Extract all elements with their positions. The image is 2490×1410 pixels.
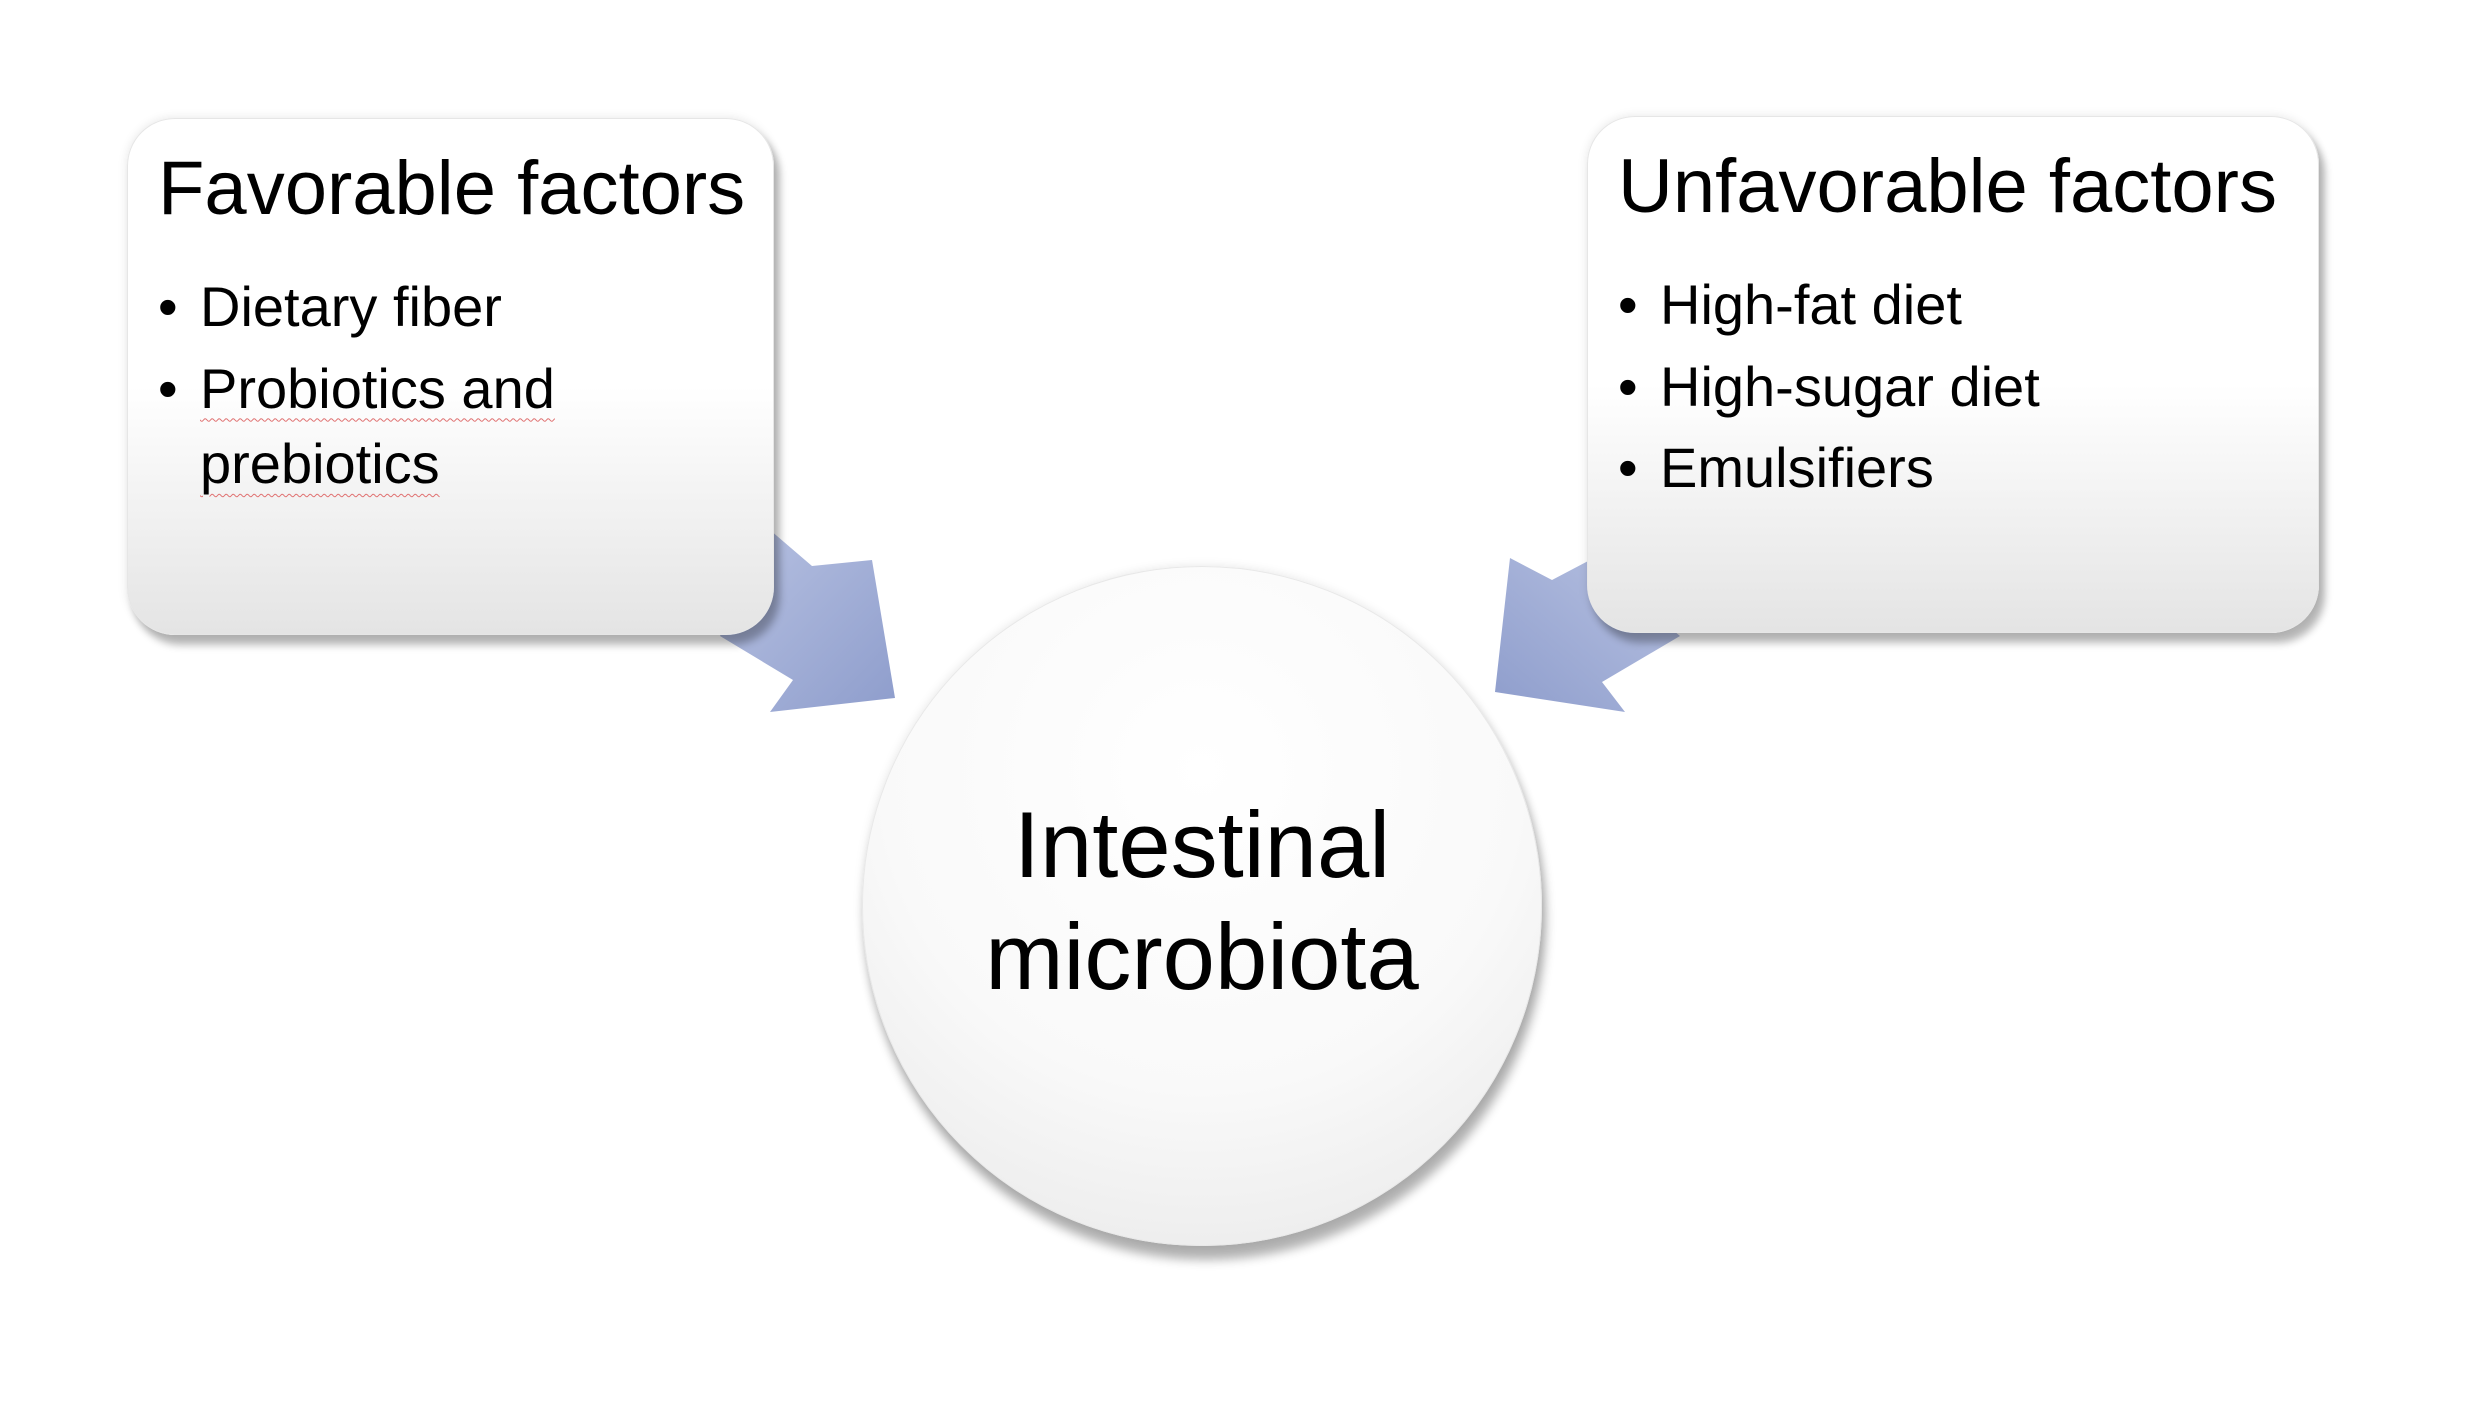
center-label-line2: microbiota [985, 904, 1419, 1009]
list-item: • High-fat diet [1618, 267, 2040, 343]
bullet-icon: • [1618, 436, 1638, 500]
arrow-unfavorable-to-center [1495, 558, 1680, 712]
unfavorable-factors-list: • High-fat diet • High-sugar diet • Emul… [1618, 267, 2040, 512]
bullet-icon: • [1618, 273, 1638, 336]
center-label: Intestinal microbiota [863, 789, 1541, 1013]
favorable-factors-title: Favorable factors [158, 146, 746, 231]
unfavorable-factors-box: Unfavorable factors • High-fat diet • Hi… [1587, 116, 2319, 633]
unfavorable-factors-title: Unfavorable factors [1618, 144, 2277, 229]
list-item: • Emulsifiers [1618, 430, 2040, 506]
bullet-icon: • [158, 356, 178, 420]
intestinal-microbiota-circle: Intestinal microbiota [862, 566, 1542, 1246]
factor-text: Probiotics and prebiotics [200, 356, 555, 496]
favorable-factors-box: Favorable factors • Dietary fiber • Prob… [127, 118, 774, 635]
favorable-factors-list: • Dietary fiber • Probiotics and prebiot… [158, 269, 718, 508]
factor-text: High-sugar diet [1660, 354, 2040, 418]
list-item: • High-sugar diet [1618, 349, 2040, 425]
list-item: • Probiotics and prebiotics [158, 351, 718, 502]
factor-text: Dietary fiber [200, 275, 502, 338]
center-label-line1: Intestinal [1013, 792, 1391, 897]
factor-text: High-fat diet [1660, 273, 1962, 336]
list-item: • Dietary fiber [158, 269, 718, 345]
bullet-icon: • [1618, 354, 1638, 418]
bullet-icon: • [158, 275, 178, 338]
factor-text: Emulsifiers [1660, 436, 1934, 500]
